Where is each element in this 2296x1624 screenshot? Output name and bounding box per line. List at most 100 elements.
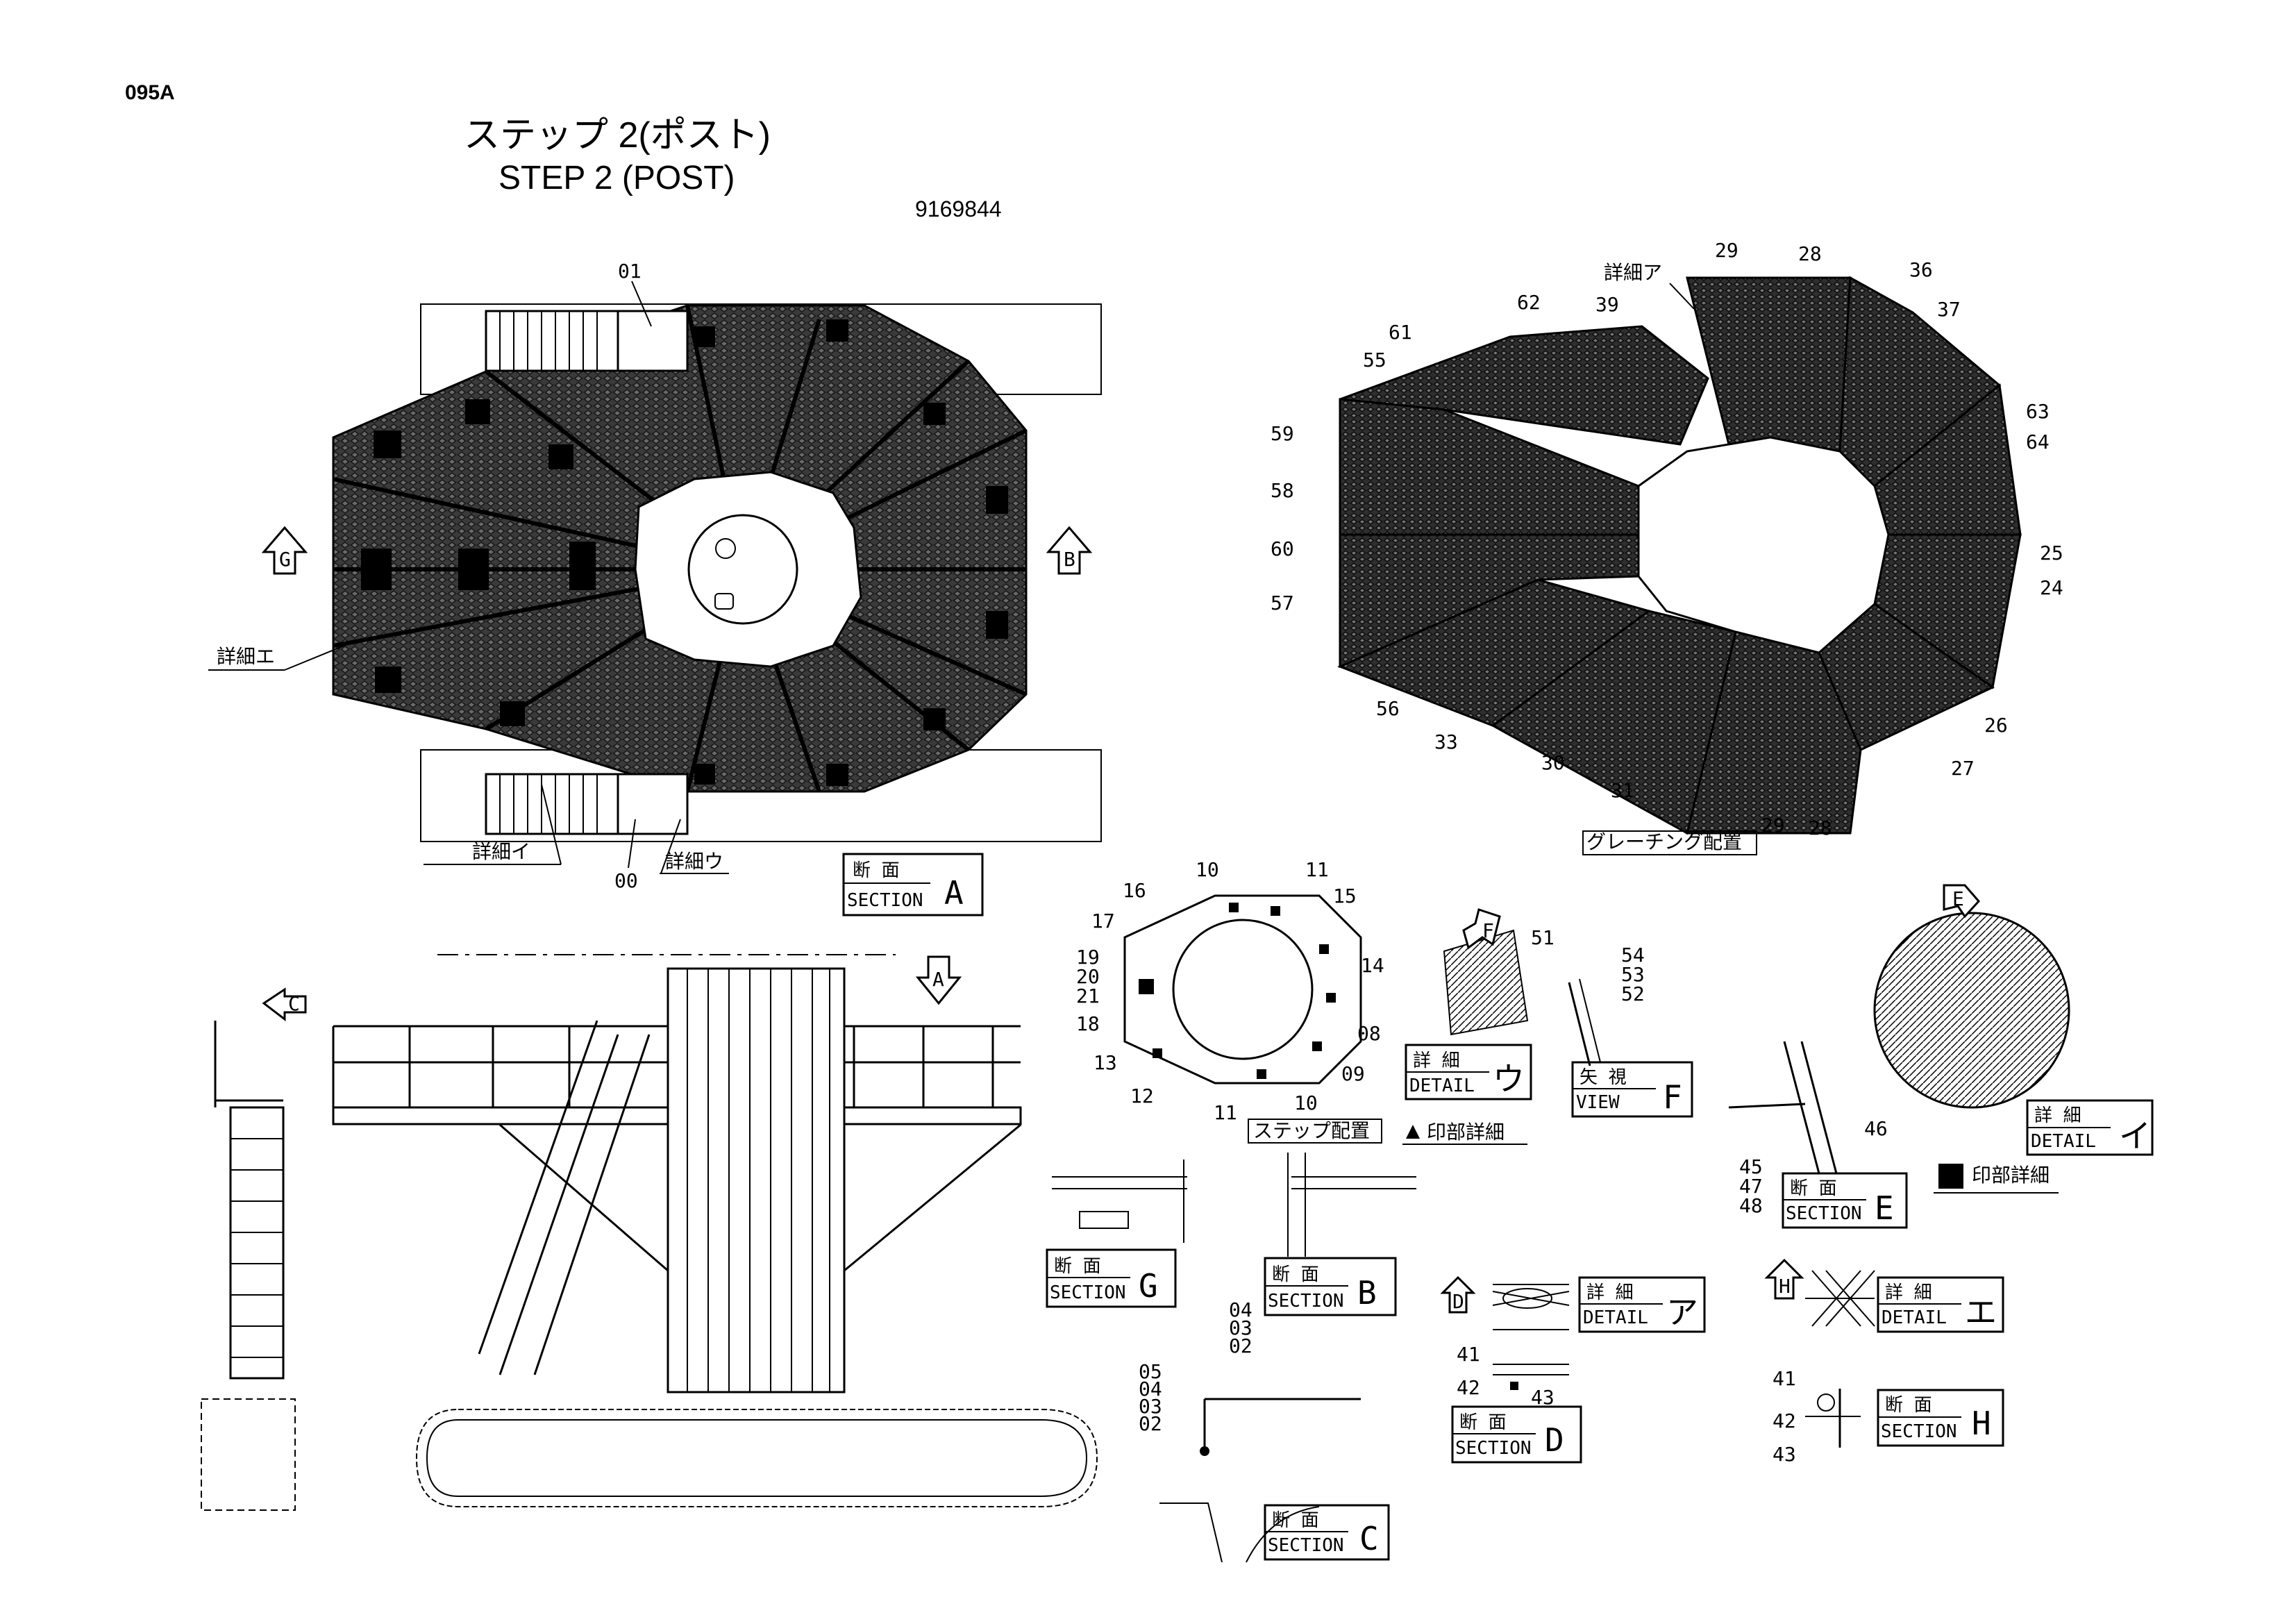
svg-text:15: 15: [1333, 885, 1357, 907]
svg-text:58: 58: [1271, 479, 1294, 502]
center-ring-plate: [634, 471, 862, 668]
svg-text:DETAIL: DETAIL: [1882, 1307, 1947, 1328]
svg-text:03: 03: [1139, 1395, 1162, 1418]
svg-text:25: 25: [2040, 542, 2063, 564]
svg-text:43: 43: [1773, 1443, 1796, 1466]
svg-text:断 面: 断 面: [1459, 1412, 1507, 1433]
svg-text:12: 12: [1130, 1085, 1154, 1107]
svg-text:54: 54: [1621, 944, 1645, 966]
svg-text:矢 視: 矢 視: [1579, 1067, 1627, 1088]
svg-text:41: 41: [1457, 1343, 1480, 1366]
svg-text:45: 45: [1739, 1155, 1763, 1178]
step-layout-caption: ステップ配置: [1253, 1119, 1370, 1142]
title-english: STEP 2 (POST): [498, 160, 735, 196]
svg-text:印部詳細: 印部詳細: [1427, 1121, 1505, 1144]
view-arrow-b: B: [1046, 526, 1093, 575]
svg-text:11: 11: [1214, 1101, 1237, 1124]
sheet-code: 095A: [125, 81, 175, 104]
step-layout: ステップ配置 10 11 15 16 17 19 20 21 18 13 12 …: [1076, 858, 1527, 1145]
grating-caption: グレーチング配置: [1586, 830, 1742, 853]
svg-text:53: 53: [1621, 963, 1645, 986]
svg-text:36: 36: [1909, 258, 1933, 281]
svg-text:10: 10: [1294, 1091, 1318, 1114]
svg-text:ウ: ウ: [1493, 1060, 1525, 1098]
svg-text:27: 27: [1951, 757, 1975, 780]
svg-text:30: 30: [1541, 751, 1565, 774]
detail-u: F 51 詳 細 DETAIL ウ: [1405, 908, 1555, 1100]
svg-text:印部詳細: 印部詳細: [1972, 1164, 2050, 1187]
side-view-c: C: [201, 987, 307, 1511]
svg-text:64: 64: [2026, 430, 2050, 453]
svg-text:62: 62: [1517, 291, 1541, 314]
svg-text:29: 29: [1715, 239, 1738, 262]
grating-layout: グレーチング配置 詳細ア 29 28 36 37 39 62 61 55 59 …: [1271, 239, 2063, 855]
svg-text:断 面: 断 面: [1272, 1510, 1319, 1531]
svg-text:DETAIL: DETAIL: [1409, 1075, 1475, 1096]
svg-text:C: C: [288, 992, 300, 1015]
stair-bottom: [485, 773, 689, 835]
svg-text:H: H: [1972, 1405, 1991, 1442]
svg-text:SECTION: SECTION: [1881, 1421, 1957, 1442]
svg-text:33: 33: [1434, 730, 1458, 753]
svg-text:G: G: [1139, 1267, 1158, 1305]
svg-text:詳 細: 詳 細: [1586, 1282, 1634, 1303]
svg-text:37: 37: [1937, 298, 1961, 321]
step-numbers: 10 11 15 16 17 19 20 21 18 13 12 11 10 0…: [1076, 858, 1384, 1124]
svg-text:H: H: [1779, 1275, 1791, 1298]
part-number: 9169844: [915, 196, 1002, 221]
title-japanese: ステップ 2(ポスト): [464, 115, 771, 156]
svg-text:41: 41: [1773, 1367, 1796, 1390]
svg-text:C: C: [1359, 1520, 1379, 1557]
svg-text:16: 16: [1123, 879, 1146, 902]
view-arrow-e: E: [1943, 884, 1981, 919]
callout-01: 01: [618, 260, 642, 283]
svg-text:エ: エ: [1965, 1294, 1997, 1331]
section-g: 断 面 SECTION G: [1046, 1160, 1187, 1308]
triangle-mark-legend: 印部詳細: [1402, 1121, 1527, 1145]
svg-text:詳 細: 詳 細: [1885, 1282, 1932, 1303]
view-arrow-f: F: [1462, 908, 1501, 950]
svg-text:20: 20: [1076, 965, 1100, 988]
svg-text:SECTION: SECTION: [1268, 1535, 1344, 1556]
section-b: 断 面 SECTION B 04 03 02: [1229, 1153, 1416, 1357]
svg-text:02: 02: [1139, 1412, 1162, 1435]
svg-text:詳 細: 詳 細: [2034, 1105, 2081, 1126]
svg-text:55: 55: [1363, 349, 1386, 371]
svg-text:42: 42: [1773, 1409, 1796, 1432]
svg-text:DETAIL: DETAIL: [2031, 1131, 2096, 1152]
svg-text:F: F: [1663, 1078, 1682, 1116]
grating-numbers: 29 28 36 37 39 62 61 55 59 58 60 57 56 3…: [1271, 239, 2063, 839]
svg-text:61: 61: [1389, 321, 1412, 344]
svg-text:46: 46: [1864, 1117, 1888, 1140]
section-d: 41 42 43 断 面 SECTION D: [1451, 1343, 1582, 1464]
svg-text:03: 03: [1229, 1316, 1252, 1339]
svg-text:断 面: 断 面: [1054, 1256, 1101, 1277]
view-arrow-c: C: [262, 987, 307, 1022]
svg-text:DETAIL: DETAIL: [1583, 1307, 1648, 1328]
square-mark-legend: 印部詳細: [1934, 1164, 2059, 1194]
svg-text:08: 08: [1357, 1022, 1381, 1045]
section-c: 断 面 SECTION C 05 04 03 02: [1139, 1360, 1390, 1563]
svg-text:48: 48: [1739, 1194, 1763, 1217]
svg-text:31: 31: [1611, 779, 1634, 802]
svg-text:56: 56: [1376, 697, 1400, 720]
svg-text:SECTION: SECTION: [1455, 1438, 1532, 1459]
callout-detail-e: 詳細エ: [217, 645, 275, 668]
callout-00: 00: [614, 869, 638, 892]
svg-text:B: B: [1064, 548, 1075, 571]
svg-text:26: 26: [1984, 714, 2008, 737]
svg-text:63: 63: [2026, 400, 2050, 423]
svg-text:E: E: [1875, 1189, 1894, 1227]
svg-text:29: 29: [1761, 814, 1785, 837]
svg-text:13: 13: [1093, 1051, 1117, 1074]
callout-detail-a: 詳細ア: [1604, 261, 1662, 284]
callout-detail-i: 詳細イ: [472, 840, 530, 863]
view-arrow-g: G: [261, 526, 308, 575]
svg-text:57: 57: [1271, 592, 1294, 614]
view-arrow-d: D: [1440, 1275, 1476, 1314]
svg-text:52: 52: [1621, 982, 1645, 1005]
svg-text:28: 28: [1798, 242, 1822, 265]
svg-text:39: 39: [1595, 293, 1619, 316]
svg-text:SECTION: SECTION: [1268, 1291, 1344, 1312]
section-e: 46 45 47 48 断 面 SECTION E: [1728, 1041, 1908, 1229]
